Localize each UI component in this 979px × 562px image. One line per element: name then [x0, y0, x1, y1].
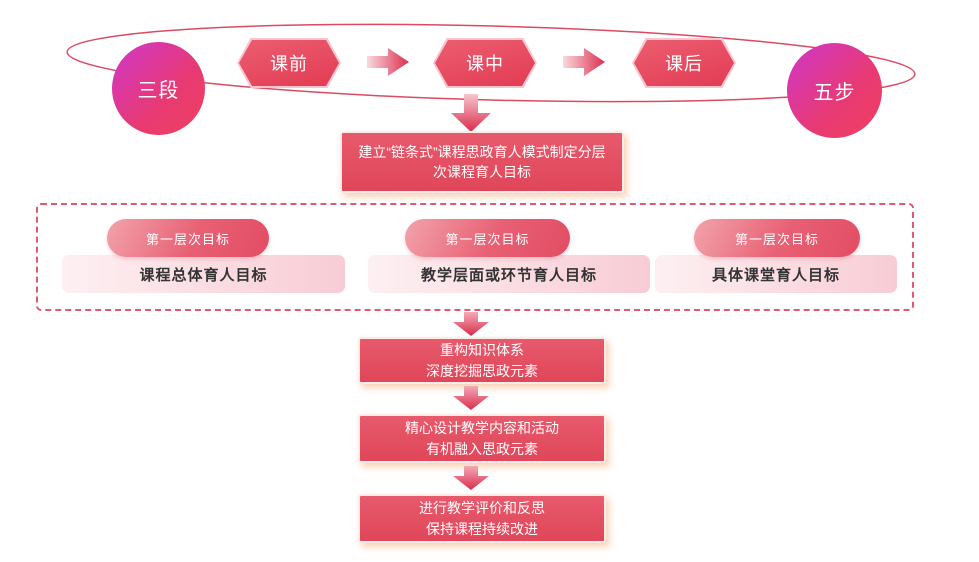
orbit-ellipse: [66, 23, 916, 103]
goal-box-line2: 次课程育人目标: [433, 164, 531, 180]
three-stages-badge: 三段: [112, 42, 205, 135]
step3-line1: 进行教学评价和反思: [419, 500, 545, 517]
step3-line2: 保持课程持续改进: [426, 520, 538, 537]
tier3-pill-label: 第一层次目标: [734, 231, 819, 247]
stage-in-class-hexagon: 课中: [433, 38, 537, 88]
step2-line1: 精心设计教学内容和活动: [405, 420, 559, 437]
tier3-target-label: 具体课堂育人目标: [711, 266, 840, 284]
step1-box: 重构知识体系 深度挖掘思政元素: [358, 337, 606, 384]
step2-line2: 有机融入思政元素: [426, 440, 538, 457]
stage-in-class-label: 课中: [466, 54, 504, 74]
down-arrow-icon: [453, 466, 489, 490]
stage-after-class-hexagon: 课后: [632, 38, 736, 88]
five-steps-badge: 五步: [787, 43, 882, 138]
stage-after-class-label: 课后: [665, 54, 703, 74]
tier3-pill: 第一层次目标: [694, 219, 860, 257]
right-arrow-icon: [367, 48, 409, 76]
tier1-pill: 第一层次目标: [107, 219, 269, 257]
down-arrow-icon: [451, 94, 491, 132]
tier2-target-label: 教学层面或环节育人目标: [420, 266, 597, 284]
tier3-target: 具体课堂育人目标: [655, 255, 897, 293]
tier1-target-label: 课程总体育人目标: [139, 266, 268, 284]
goal-box: 建立“链条式”课程思政育人模式制定分层 次课程育人目标: [340, 131, 624, 193]
step1-line2: 深度挖掘思政元素: [426, 362, 538, 379]
goal-box-line1: 建立“链条式”课程思政育人模式制定分层: [358, 143, 606, 160]
right-arrow-icon: [563, 48, 605, 76]
stage-pre-class-label: 课前: [270, 54, 308, 74]
tier2-target: 教学层面或环节育人目标: [368, 255, 650, 293]
three-stages-label: 三段: [137, 80, 180, 102]
stage-pre-class-hexagon: 课前: [237, 38, 341, 88]
tier1-pill-label: 第一层次目标: [145, 231, 230, 247]
tier-container: [36, 203, 914, 311]
down-arrow-icon: [453, 386, 489, 410]
down-arrow-icon: [453, 312, 489, 336]
step2-box: 精心设计教学内容和活动 有机融入思政元素: [358, 414, 606, 463]
tier2-pill-label: 第一层次目标: [445, 231, 530, 247]
step1-line1: 重构知识体系: [440, 342, 524, 359]
tier1-target: 课程总体育人目标: [62, 255, 345, 293]
five-steps-label: 五步: [813, 82, 856, 104]
tier2-pill: 第一层次目标: [405, 219, 570, 257]
step3-box: 进行教学评价和反思 保持课程持续改进: [358, 494, 606, 543]
